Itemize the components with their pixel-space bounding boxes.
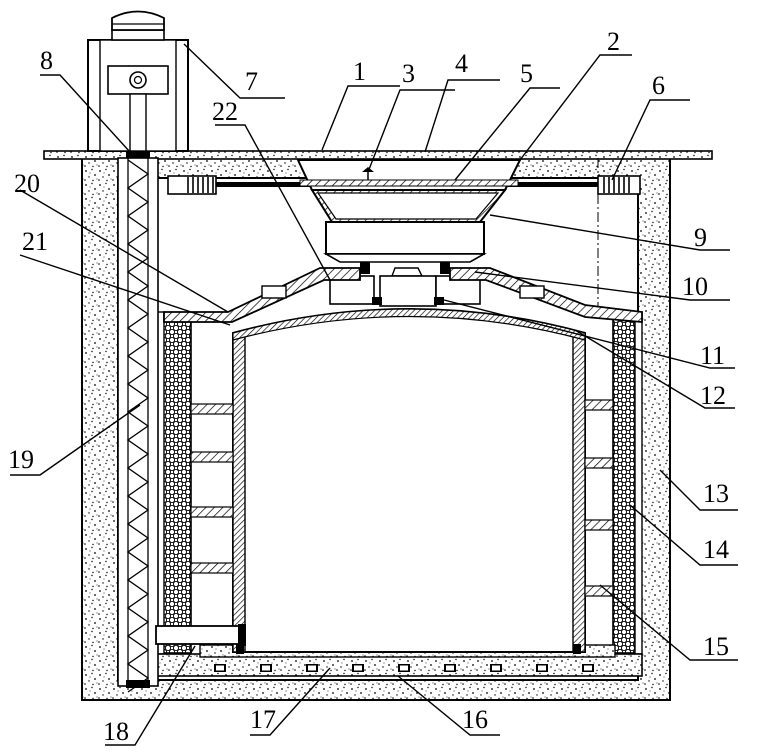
right-gear bbox=[598, 176, 640, 194]
callout-5: 5 bbox=[520, 59, 533, 88]
callout-13: 13 bbox=[703, 479, 729, 508]
callout-10: 10 bbox=[682, 272, 708, 301]
right-roof-rib bbox=[520, 286, 544, 298]
left-gear bbox=[168, 176, 216, 194]
inner-shell-right bbox=[635, 312, 642, 654]
callout-7: 7 bbox=[245, 67, 258, 96]
callout-18: 18 bbox=[103, 717, 129, 746]
insulation-layer-right bbox=[613, 318, 635, 653]
main-tank bbox=[233, 309, 585, 652]
callout-19: 19 bbox=[8, 445, 34, 474]
callout-22: 22 bbox=[212, 97, 238, 126]
left-roof-rib bbox=[262, 286, 286, 298]
tank-wall-left bbox=[233, 330, 245, 652]
feed-hopper bbox=[298, 160, 520, 262]
left-support-struts bbox=[191, 404, 233, 573]
callout-4: 4 bbox=[455, 49, 468, 78]
callout-12: 12 bbox=[700, 381, 726, 410]
callout-20: 20 bbox=[14, 169, 40, 198]
callout-3: 3 bbox=[402, 59, 415, 88]
callout-21: 21 bbox=[22, 227, 48, 256]
callout-9: 9 bbox=[694, 223, 707, 252]
bottom-vent-slots bbox=[214, 664, 594, 672]
callout-2: 2 bbox=[607, 27, 620, 56]
callout-8: 8 bbox=[40, 46, 53, 75]
callout-14: 14 bbox=[703, 535, 729, 564]
tank-foot-right bbox=[573, 644, 581, 654]
callout-6: 6 bbox=[652, 71, 665, 100]
callout-16: 16 bbox=[462, 705, 488, 734]
callout-17: 17 bbox=[250, 705, 276, 734]
drive-motor bbox=[88, 12, 188, 152]
callout-11: 11 bbox=[700, 341, 725, 370]
tank-wall-right bbox=[573, 330, 585, 652]
callout-1: 1 bbox=[353, 57, 366, 86]
bottom-slider bbox=[156, 626, 244, 644]
screw-bottom-cap bbox=[126, 680, 150, 688]
insulation-layer-left bbox=[163, 318, 191, 653]
right-support-struts bbox=[585, 400, 613, 596]
callout-15: 15 bbox=[703, 632, 729, 661]
slider-end-plate bbox=[238, 624, 246, 646]
